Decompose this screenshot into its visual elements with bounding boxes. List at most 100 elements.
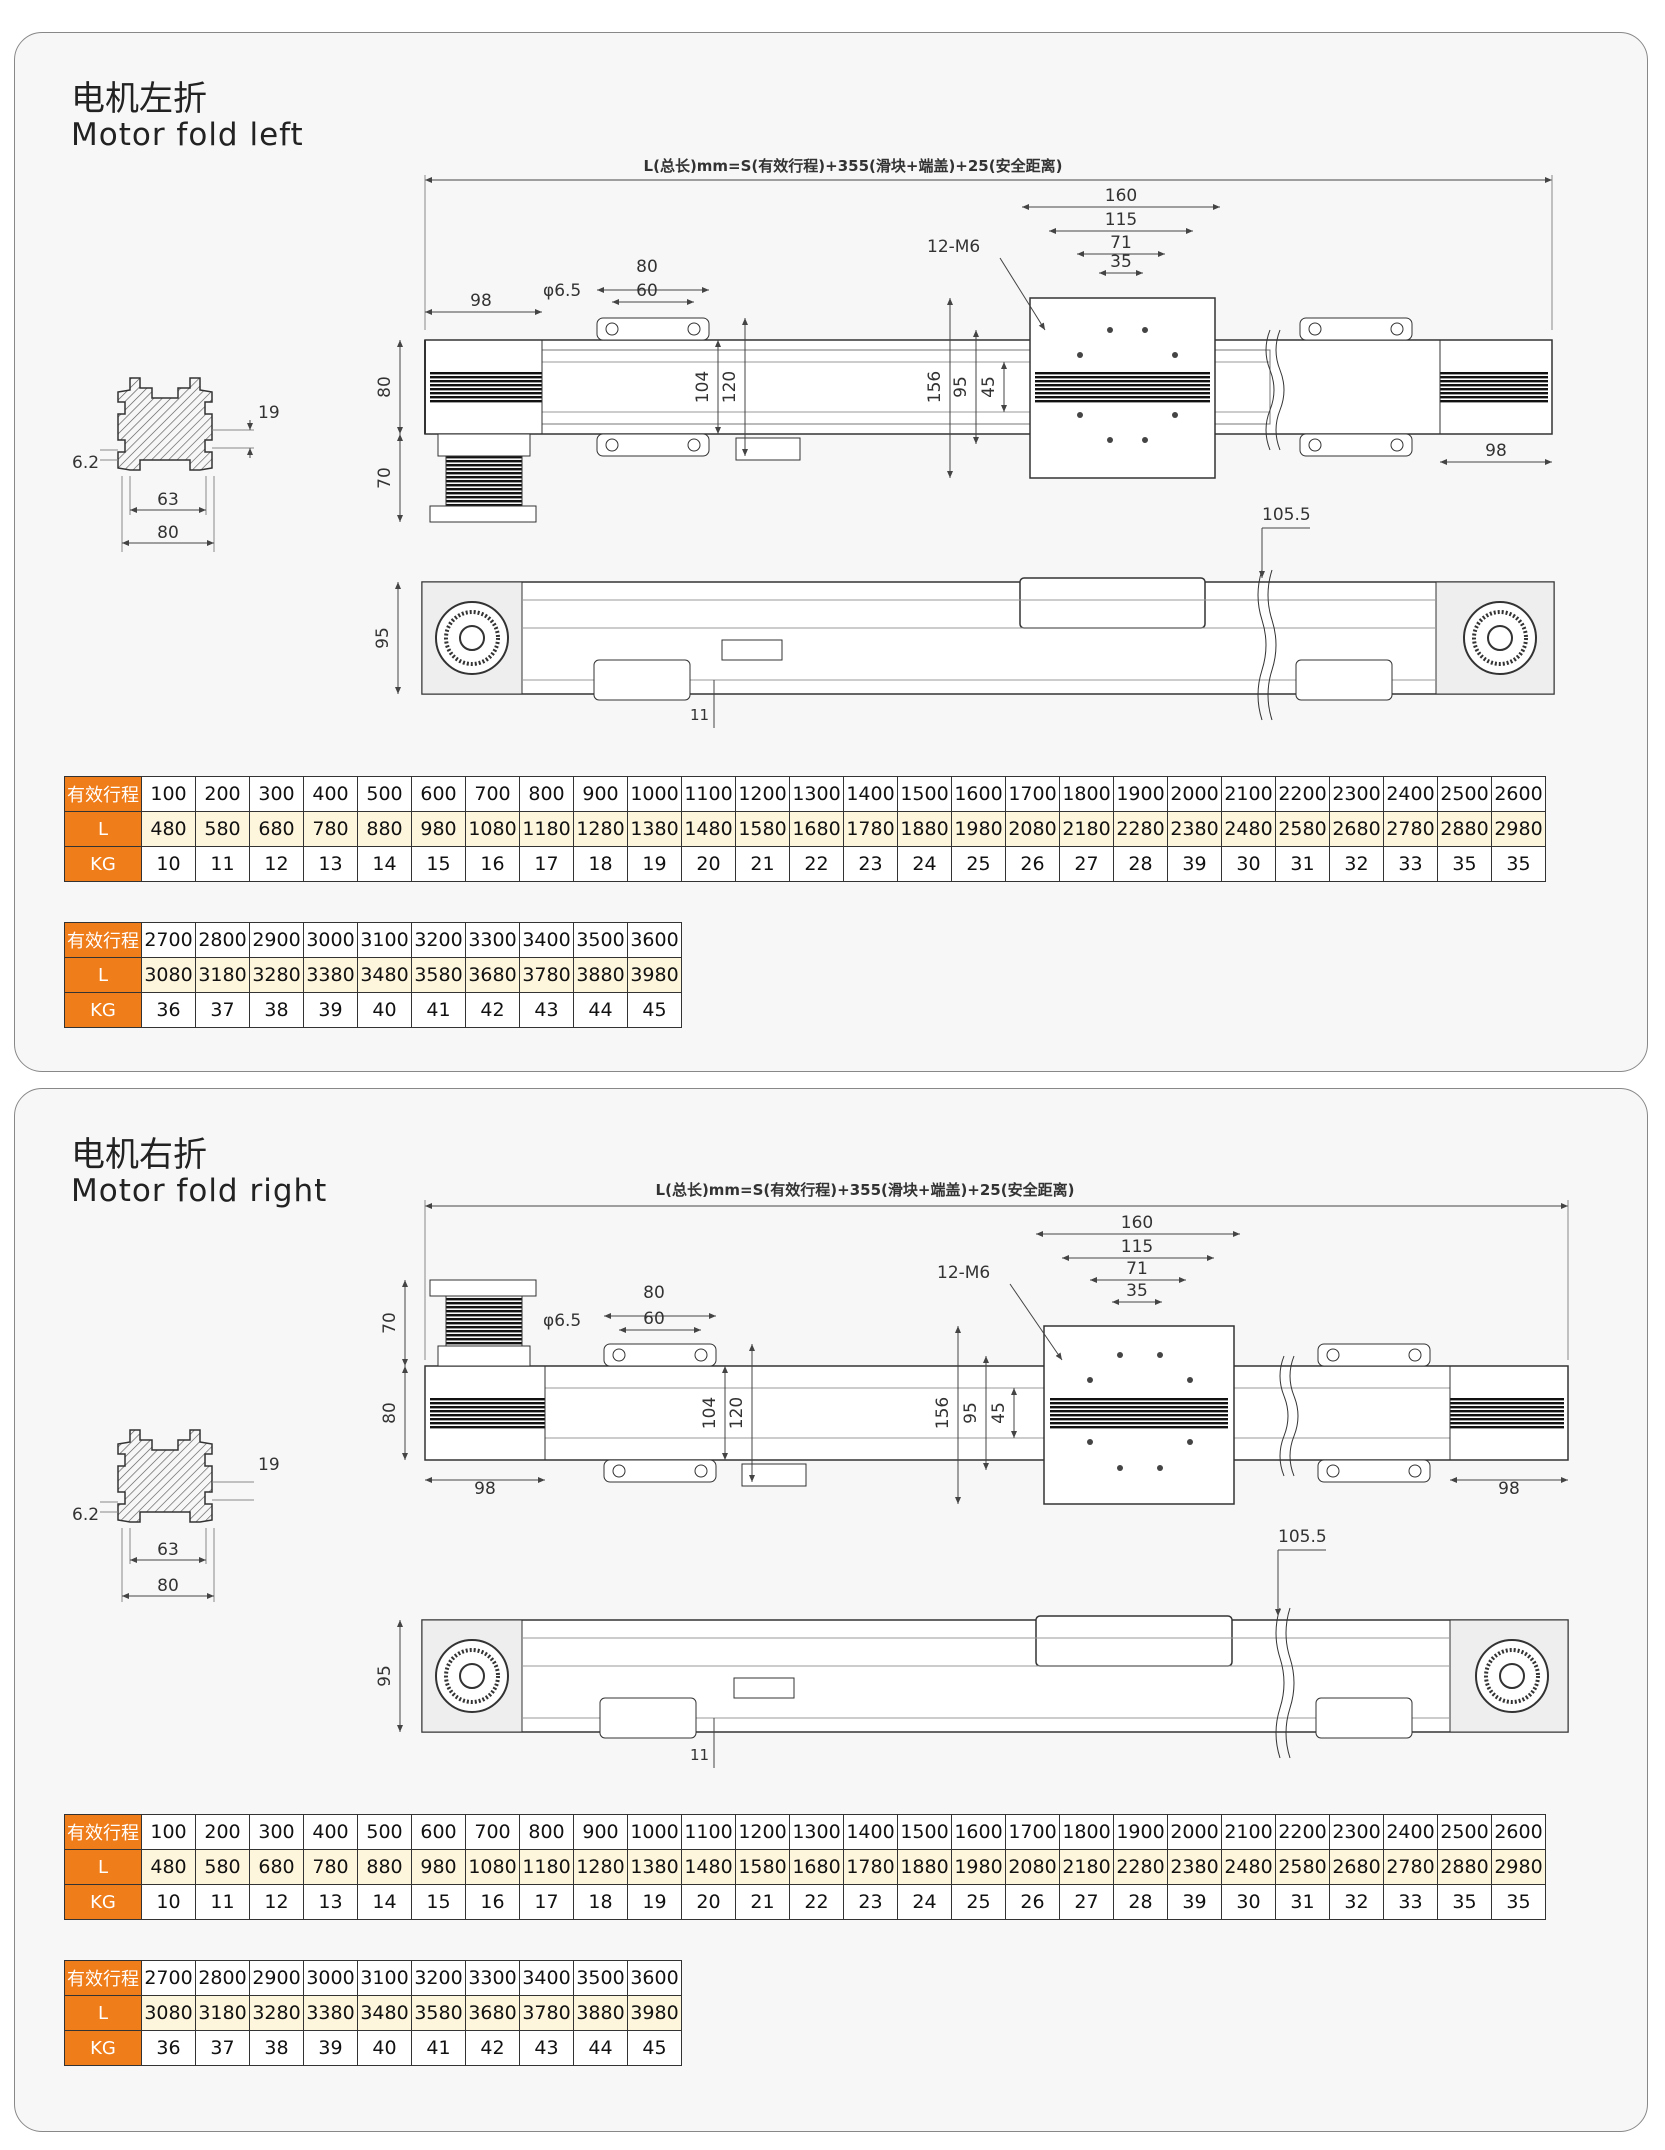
table-cell: 2580 (1275, 1849, 1330, 1885)
table-cell: 1480 (681, 811, 736, 847)
table-cell: 2080 (1005, 1849, 1060, 1885)
dim-end-98-left: 98 (470, 291, 492, 311)
table-cell: 1500 (897, 1814, 952, 1850)
table-cell: 30 (1221, 1884, 1276, 1920)
table-cell: 3100 (357, 1960, 412, 1996)
drawing-fold-left: L(总长)mm=S(有效行程)+355(滑块+端盖)+25(安全距离) 80 6… (72, 157, 1555, 728)
table-cell: 3080 (141, 1995, 196, 2031)
dim-side-95: 95 (373, 627, 393, 649)
dim-profile-6-2: 6.2 (72, 453, 99, 473)
table-cell: 480 (141, 811, 196, 847)
table-cell: 43 (519, 992, 574, 1028)
table-cell: 13 (303, 846, 358, 882)
table-cell: 1780 (843, 811, 898, 847)
table-cell: 580 (195, 811, 250, 847)
table-cell: 1080 (465, 1849, 520, 1885)
profile-cross-section: 80 63 19 6.2 (72, 377, 280, 552)
table-cell: 18 (573, 846, 628, 882)
table-cell: 11 (195, 846, 250, 882)
table-cell: 1180 (519, 811, 574, 847)
dim-height-45: 45 (979, 376, 999, 398)
dim-profile-63: 63 (157, 490, 179, 510)
dim-motor-height-70: 70 (375, 467, 395, 489)
dim-side-95: 95 (375, 1665, 395, 1687)
table-cell: 800 (519, 776, 574, 812)
table-cell: 1600 (951, 1814, 1006, 1850)
table-cell: 1900 (1113, 776, 1168, 812)
table-cell: 800 (519, 1814, 574, 1850)
table-cell: 30 (1221, 846, 1276, 882)
table-cell: 17 (519, 846, 574, 882)
table-cell: 2200 (1275, 776, 1330, 812)
table-cell: 2600 (1491, 1814, 1546, 1850)
table-cell: 38 (249, 2030, 304, 2066)
table-cell: 1800 (1059, 1814, 1114, 1850)
table-cell: 200 (195, 1814, 250, 1850)
table-cell: 1500 (897, 776, 952, 812)
dim-slider-115: 115 (1105, 210, 1137, 230)
table-cell: 900 (573, 776, 628, 812)
table-cell: 35 (1437, 846, 1492, 882)
dim-clamp-80: 80 (643, 1283, 665, 1303)
table-cell: 3880 (573, 957, 628, 993)
dim-end-98-left: 98 (474, 1479, 496, 1499)
table-cell: 3580 (411, 957, 466, 993)
table-cell: 300 (249, 776, 304, 812)
table-cell: 31 (1275, 846, 1330, 882)
section-title-en: Motor fold right (71, 1173, 328, 1209)
table-cell: 3280 (249, 957, 304, 993)
table-cell: 2180 (1059, 1849, 1114, 1885)
table-cell: 32 (1329, 1884, 1384, 1920)
table-cell: 11 (195, 1884, 250, 1920)
table-cell: 44 (573, 992, 628, 1028)
table-cell: 42 (465, 2030, 520, 2066)
table-cell: 980 (411, 811, 466, 847)
dim-slider-35: 35 (1110, 252, 1132, 272)
dim-105-5: 105.5 (1278, 1527, 1327, 1547)
table-cell: 2300 (1329, 776, 1384, 812)
table-cell: 2380 (1167, 1849, 1222, 1885)
table-cell: 27 (1059, 1884, 1114, 1920)
dim-height-120: 120 (727, 1397, 747, 1429)
dim-clamp-60: 60 (636, 281, 658, 301)
table-cell: 3580 (411, 1995, 466, 2031)
table-cell: 1100 (681, 776, 736, 812)
table-cell: 35 (1491, 1884, 1546, 1920)
table-cell: 1580 (735, 811, 790, 847)
table-cell: 500 (357, 1814, 412, 1850)
table-cell: 27 (1059, 846, 1114, 882)
dim-motor-height-70: 70 (380, 1312, 400, 1334)
table-cell: 600 (411, 1814, 466, 1850)
table-cell: 3200 (411, 1960, 466, 1996)
table-cell: 45 (627, 992, 682, 1028)
top-view: 160 115 71 35 12-M6 80 60 φ6.5 98 98 104… (375, 186, 1553, 523)
dim-height-45: 45 (989, 1402, 1009, 1424)
table-cell: 2880 (1437, 1849, 1492, 1885)
table-cell: 37 (195, 992, 250, 1028)
table-cell: 1380 (627, 1849, 682, 1885)
table-cell: 3500 (573, 922, 628, 958)
dim-height-95: 95 (961, 1402, 981, 1424)
dim-profile-6-2: 6.2 (72, 1505, 99, 1525)
dim-profile-19: 19 (258, 1455, 280, 1475)
table-cell: 1980 (951, 811, 1006, 847)
table-cell: 1600 (951, 776, 1006, 812)
table-cell: 42 (465, 992, 520, 1028)
table-cell: 1100 (681, 1814, 736, 1850)
table-cell: 1280 (573, 1849, 628, 1885)
table-cell: 2500 (1437, 1814, 1492, 1850)
table-cell: 20 (681, 846, 736, 882)
table-cell: 400 (303, 776, 358, 812)
table-cell: 3480 (357, 1995, 412, 2031)
table-cell: 20 (681, 1884, 736, 1920)
table-cell: 780 (303, 1849, 358, 1885)
table-cell: 3400 (519, 1960, 574, 1996)
table-cell: 2000 (1167, 776, 1222, 812)
table-cell: 1000 (627, 1814, 682, 1850)
table-cell: 18 (573, 1884, 628, 1920)
table-cell: 2700 (141, 922, 196, 958)
table-cell: 880 (357, 1849, 412, 1885)
table-cell: 41 (411, 992, 466, 1028)
table-cell: 33 (1383, 846, 1438, 882)
